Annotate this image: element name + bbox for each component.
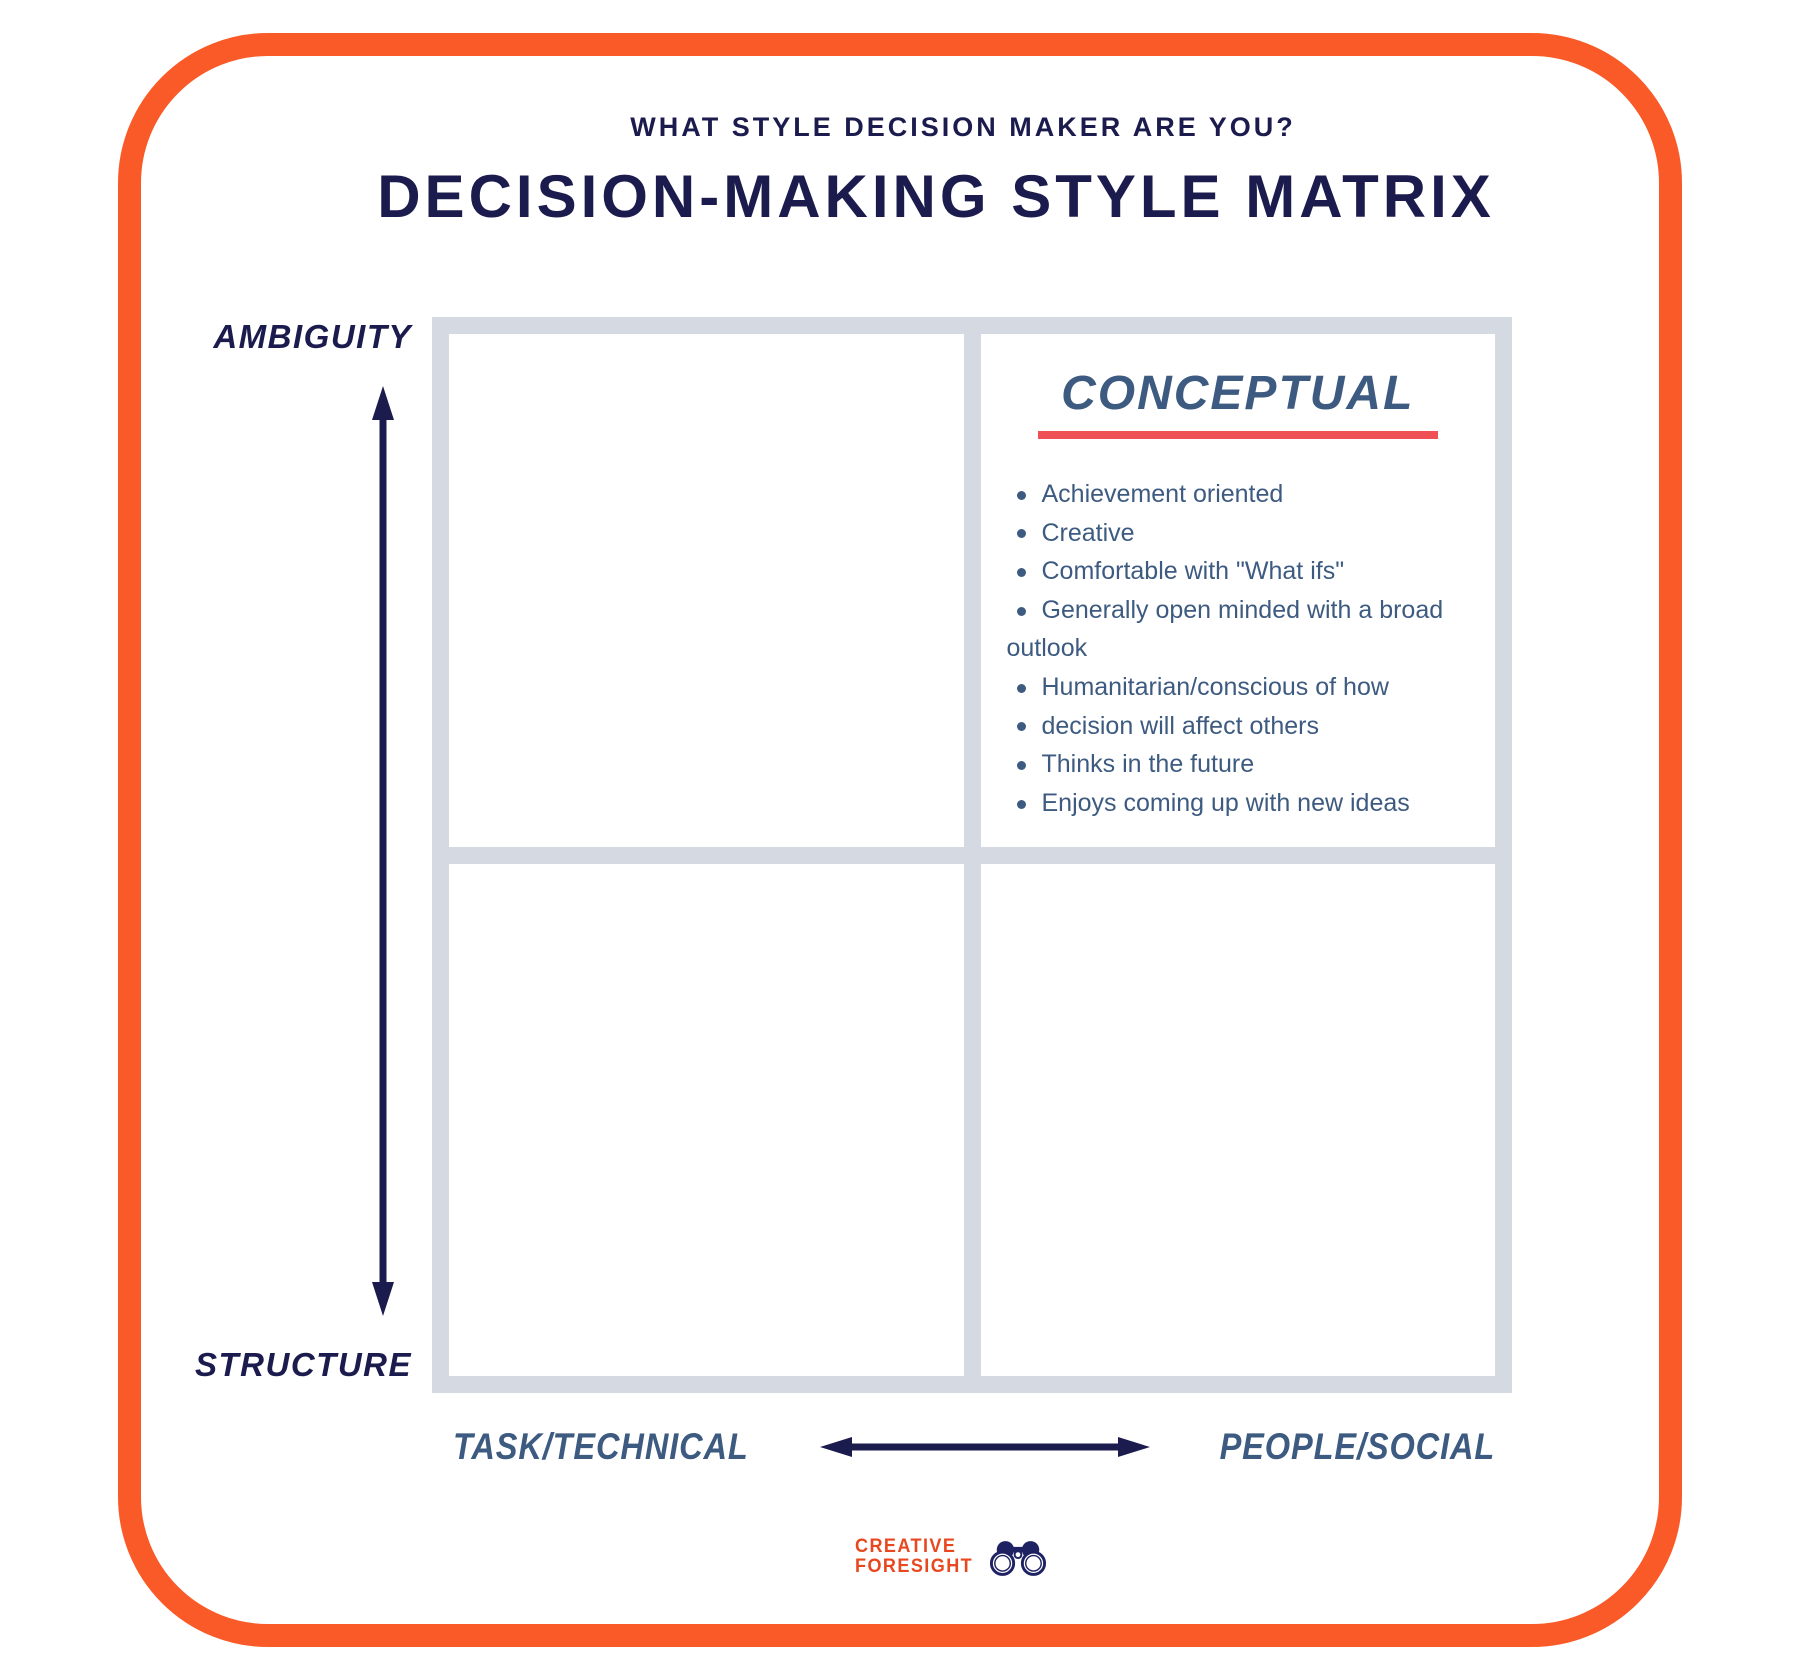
- bullet-item: Creative: [1007, 514, 1470, 553]
- bullet-item: decision will affect others: [1007, 707, 1470, 746]
- y-axis-top-label: AMBIGUITY: [213, 318, 412, 355]
- brand-line2: FORESIGHT: [855, 1556, 974, 1577]
- bullet-text: Generally open minded with a broad outlo…: [1006, 595, 1444, 663]
- bullet-dot-icon: [1016, 799, 1026, 809]
- bullet-item: Achievement oriented: [1007, 475, 1470, 514]
- x-axis-right-label: PEOPLE/SOCIAL: [1219, 1426, 1495, 1467]
- bullet-text: decision will affect others: [1041, 711, 1319, 740]
- subtitle: WHAT STYLE DECISION MAKER ARE YOU?: [630, 112, 1296, 142]
- y-axis-bottom-label: STRUCTURE: [195, 1346, 412, 1383]
- brand-logo: CREATIVE FORESIGHT: [855, 1537, 1047, 1578]
- bullet-item: Comfortable with "What ifs": [1007, 552, 1470, 591]
- orange-border-frame: [118, 33, 1682, 1647]
- brand-line1: CREATIVE: [855, 1536, 957, 1557]
- bullet-text: Enjoys coming up with new ideas: [1041, 788, 1410, 817]
- quadrant-bottom-left: [449, 863, 964, 1376]
- bullet-dot-icon: [1016, 722, 1026, 732]
- bullet-dot-icon: [1016, 606, 1026, 616]
- bullet-item: Enjoys coming up with new ideas: [1007, 784, 1470, 823]
- bullet-item: Humanitarian/conscious of how: [1007, 668, 1470, 707]
- bullet-item: Thinks in the future: [1007, 745, 1470, 784]
- bullet-text: Creative: [1041, 518, 1135, 547]
- quadrant-title: CONCEPTUAL: [1061, 367, 1415, 420]
- binoculars-icon: [990, 1541, 1047, 1576]
- x-axis-left-label: TASK/TECHNICAL: [453, 1426, 749, 1467]
- bullet-dot-icon: [1016, 529, 1026, 539]
- page-title: DECISION-MAKING STYLE MATRIX: [377, 163, 1495, 230]
- quadrant-top-left: [449, 334, 964, 847]
- bullet-text: Achievement oriented: [1041, 480, 1284, 508]
- bullet-dot-icon: [1016, 490, 1026, 500]
- bullet-dot-icon: [1016, 683, 1026, 693]
- bullet-dot-icon: [1016, 761, 1026, 771]
- bullet-item: Generally open minded with a broad outlo…: [1007, 591, 1470, 668]
- quadrant-title-underline: [1037, 431, 1438, 439]
- quadrant-bottom-right: [980, 863, 1495, 1376]
- bullet-dot-icon: [1016, 568, 1026, 578]
- bullet-text: Comfortable with "What ifs": [1041, 557, 1345, 586]
- brand-wordmark: CREATIVE FORESIGHT: [855, 1537, 973, 1577]
- horizontal-axis-arrow-icon: [820, 1437, 1150, 1457]
- bullet-text: Humanitarian/conscious of how: [1041, 672, 1389, 701]
- bullet-text: Thinks in the future: [1041, 750, 1255, 779]
- vertical-axis-arrow-icon: [372, 386, 394, 1316]
